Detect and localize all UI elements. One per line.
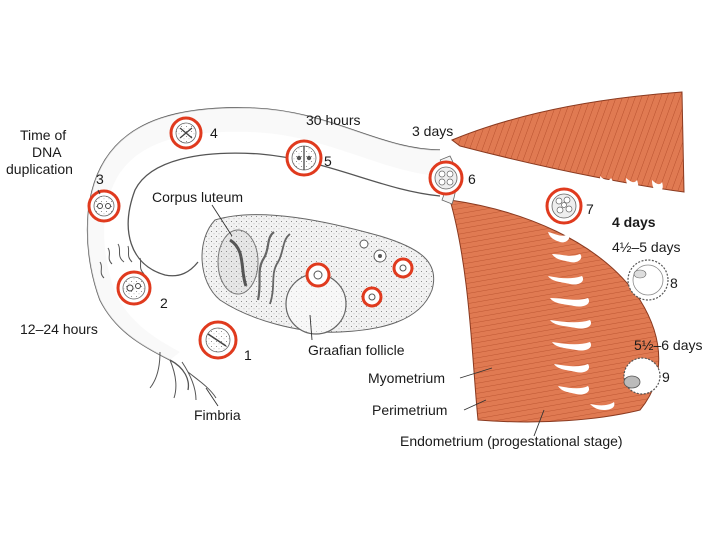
stage-9-implantation: [623, 357, 661, 395]
stage-2-fertilization: [116, 270, 152, 306]
stage-number-9: 9: [662, 369, 670, 385]
stage-4-spindle: [169, 116, 203, 150]
label-fimbria: Fimbria: [194, 407, 241, 423]
main-endometrium-glands: [548, 232, 615, 410]
label-3-days: 3 days: [412, 123, 453, 139]
label-12-24-hours: 12–24 hours: [20, 321, 98, 337]
stage-number-1: 1: [244, 347, 252, 363]
label-corpus-luteum: Corpus luteum: [152, 189, 243, 205]
stage-6-morula: [428, 160, 464, 196]
uterus-main-wall: [449, 199, 660, 423]
stage-7-morula: [545, 187, 583, 225]
stage-number-4: 4: [210, 125, 218, 141]
small-follicle-a: [359, 239, 369, 249]
label-5half-6-days: 5½–6 days: [634, 337, 703, 353]
label-30-hours: 30 hours: [306, 112, 360, 128]
label-time-dna-1: Time of: [20, 127, 66, 143]
label-endometrium: Endometrium (progestational stage): [400, 433, 623, 449]
upper-endometrium-glands: [540, 168, 663, 192]
fimbriae: [149, 351, 217, 401]
label-perimetrium: Perimetrium: [372, 402, 447, 418]
corpus-luteum-core: [229, 238, 248, 287]
stage-number-8: 8: [670, 275, 678, 291]
leader-lines: [97, 189, 545, 437]
stage-number-3: 3: [96, 171, 104, 187]
label-time-dna-3: duplication: [6, 161, 73, 177]
small-follicle-b-oocyte: [378, 254, 382, 258]
stage-8-blastocyst: [627, 259, 669, 301]
stage-5-two-cell: [285, 139, 323, 177]
fallopian-tube-inner: [127, 152, 441, 277]
label-4-days: 4 days: [612, 214, 656, 230]
ovary-follicle-ring-3: [361, 286, 383, 308]
label-4half-5-days: 4½–5 days: [612, 239, 681, 255]
sperm-tails: [99, 243, 145, 279]
uterus-upper-wall: [450, 91, 685, 193]
graafian-follicle-texture: [286, 274, 346, 334]
stage-number-5: 5: [324, 153, 332, 169]
stage-1-oocyte: [198, 320, 238, 360]
stage-number-6: 6: [468, 171, 476, 187]
label-graafian-follicle: Graafian follicle: [308, 342, 405, 358]
stage-number-7: 7: [586, 201, 594, 217]
label-myometrium: Myometrium: [368, 370, 445, 386]
ovary-follicle-ring-1: [305, 262, 331, 288]
corpus-luteum-texture: [218, 230, 258, 294]
ovary-follicle-ring-2: [392, 257, 414, 279]
ovary-wavy-2: [269, 233, 291, 305]
ovary-wavy-1: [256, 231, 275, 301]
stage-number-2: 2: [160, 295, 168, 311]
stage-3-pronuclei: [87, 189, 121, 223]
label-time-dna-2: DNA: [32, 144, 62, 160]
